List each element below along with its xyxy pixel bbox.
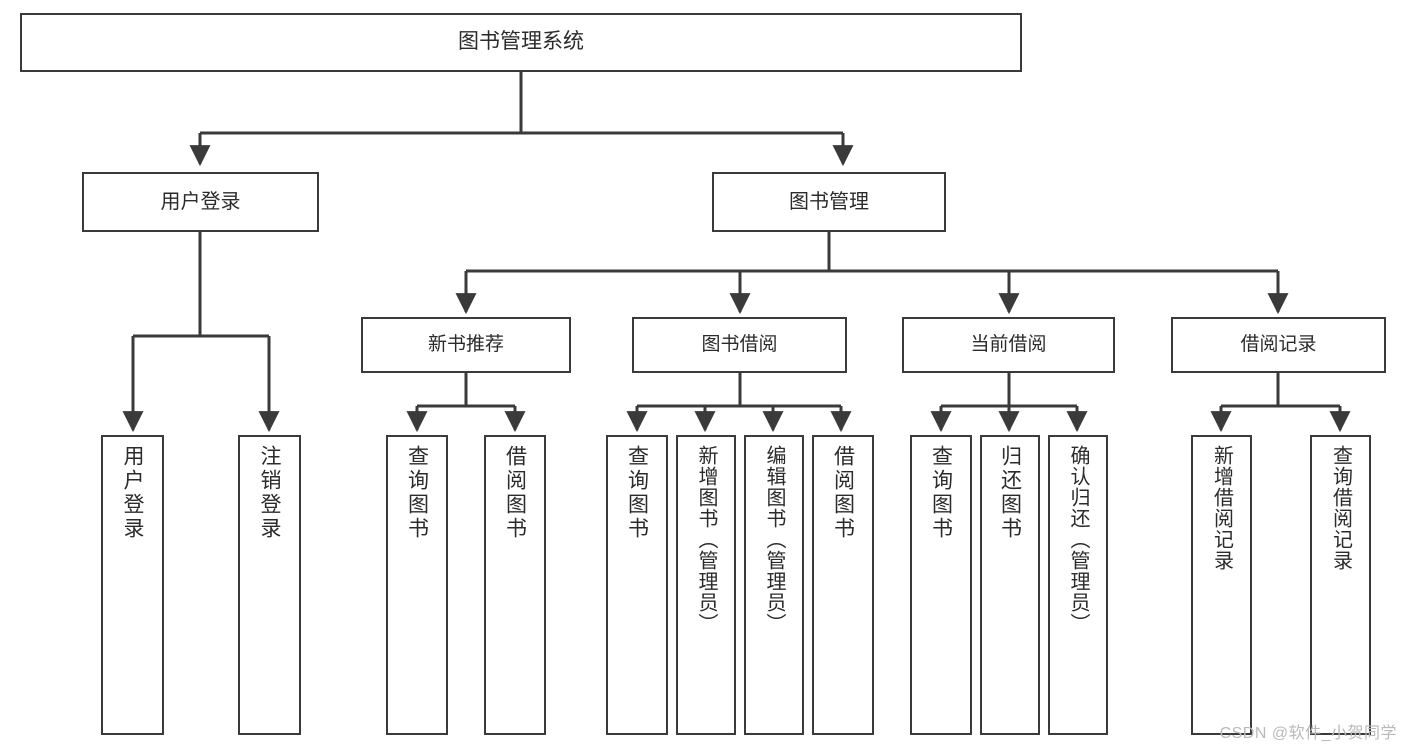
node-label: 编辑图书（管理员） — [763, 445, 785, 634]
node-book-borrow[interactable]: 图书借阅 — [632, 317, 847, 373]
node-label: 归还图书 — [998, 445, 1022, 541]
node-label: 借阅记录 — [1240, 334, 1317, 356]
leaf-recommend-query-book[interactable]: 查询图书 — [386, 435, 448, 735]
node-user-login[interactable]: 用户登录 — [82, 172, 319, 232]
node-label: 查询图书 — [929, 445, 953, 541]
leaf-current-query-book[interactable]: 查询图书 — [910, 435, 972, 735]
node-current-borrow[interactable]: 当前借阅 — [902, 317, 1115, 373]
node-label: 图书管理 — [789, 190, 869, 213]
node-label: 借阅图书 — [503, 445, 527, 541]
leaf-borrow-query-book[interactable]: 查询图书 — [606, 435, 668, 735]
leaf-user-logout[interactable]: 注销登录 — [238, 435, 301, 735]
leaf-record-query-record[interactable]: 查询借阅记录 — [1310, 435, 1371, 735]
node-label: 新增图书（管理员） — [695, 445, 717, 634]
node-label: 借阅图书 — [831, 445, 855, 541]
node-label: 图书管理系统 — [458, 30, 584, 54]
leaf-user-login[interactable]: 用户登录 — [101, 435, 164, 735]
node-root-system[interactable]: 图书管理系统 — [20, 13, 1022, 72]
node-label: 确认归还（管理员） — [1067, 445, 1089, 634]
node-label: 用户登录 — [160, 190, 241, 213]
leaf-current-return-book[interactable]: 归还图书 — [980, 435, 1040, 735]
node-borrow-record[interactable]: 借阅记录 — [1171, 317, 1386, 373]
csdn-watermark: CSDN @软件_小贺同学 — [1219, 725, 1397, 742]
node-new-book-recommend[interactable]: 新书推荐 — [361, 317, 571, 373]
node-label: 注销登录 — [258, 445, 281, 541]
node-label: 查询图书 — [625, 445, 649, 541]
leaf-recommend-borrow-book[interactable]: 借阅图书 — [484, 435, 546, 735]
leaf-borrow-edit-book-admin[interactable]: 编辑图书（管理员） — [744, 435, 804, 735]
node-label: 图书借阅 — [701, 334, 778, 356]
node-label: 新书推荐 — [427, 334, 504, 356]
node-label: 查询借阅记录 — [1329, 445, 1352, 571]
leaf-current-confirm-return-admin[interactable]: 确认归还（管理员） — [1048, 435, 1108, 735]
node-label: 用户登录 — [121, 445, 144, 541]
leaf-borrow-add-book-admin[interactable]: 新增图书（管理员） — [676, 435, 736, 735]
node-label: 查询图书 — [405, 445, 429, 541]
node-label: 新增借阅记录 — [1210, 445, 1233, 571]
node-book-management[interactable]: 图书管理 — [712, 172, 946, 232]
leaf-record-add-record[interactable]: 新增借阅记录 — [1191, 435, 1252, 735]
node-label: 当前借阅 — [970, 334, 1047, 356]
leaf-borrow-borrow-book[interactable]: 借阅图书 — [812, 435, 874, 735]
